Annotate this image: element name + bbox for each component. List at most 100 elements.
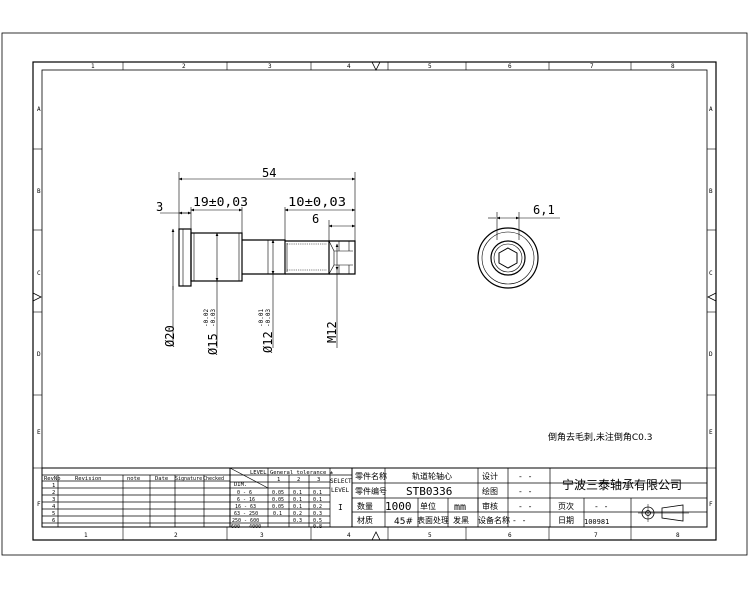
dim-thread-m12: M12 — [325, 321, 339, 343]
part-number: STB0336 — [406, 485, 452, 498]
rev-row-number: 6 — [52, 518, 55, 524]
date-label: 日期 — [558, 516, 574, 525]
shaft-side-view — [178, 228, 356, 287]
tol-selected-value: I — [338, 503, 343, 512]
grid-col-1-bottom: 1 — [84, 532, 88, 539]
dim-diameter-15: Ø15 — [206, 333, 220, 355]
review-label: 审核 — [482, 501, 498, 511]
tolerance-labels: -0.02 -0.03 -0.01 -0.03 — [203, 309, 272, 327]
review-value: - - — [518, 502, 532, 511]
tol-level-2: 2 — [297, 477, 300, 483]
tol-select-level: LEVEL — [331, 487, 349, 494]
dim-shoulder-length: 19±0,03 — [193, 195, 248, 209]
tol-value: 0.5 — [313, 518, 322, 524]
rev-row-number: 4 — [52, 504, 56, 510]
title-block: 零件名称 轨道轮轴心 零件编号 STB0336 数量 1000 单位 mm 材质… — [355, 471, 682, 527]
grid-col-2-bottom: 2 — [174, 532, 178, 539]
rev-header-signature: Signature — [175, 476, 202, 482]
shaft-end-view — [477, 212, 560, 289]
grid-row-a-right: A — [709, 106, 713, 113]
date-value: 100981 — [584, 518, 609, 526]
tol-level-label: LEVEL — [250, 470, 267, 476]
slot-end — [329, 240, 356, 275]
tol-value: 0.1 — [313, 497, 322, 503]
tol-value: 0.2 — [313, 504, 322, 510]
rev-row-number: 5 — [52, 511, 55, 517]
centering-marks — [32, 61, 717, 541]
grid-row-d-right: D — [709, 351, 713, 358]
tol-dim-label: DIM. — [234, 482, 247, 488]
part-name-label: 零件名称 — [355, 471, 387, 481]
rev-header-checked: Checked — [203, 476, 224, 482]
flange — [178, 228, 192, 287]
quantity: 1000 — [385, 500, 412, 513]
design-label: 设计 — [482, 471, 498, 481]
rev-row-number: 3 — [52, 497, 55, 503]
part-name: 轨道轮轴心 — [412, 471, 452, 481]
tol-value: 0.05 — [272, 490, 284, 496]
dim-thread-length: 10±0,03 — [288, 195, 346, 209]
journal — [242, 239, 286, 275]
rev-row-number: 2 — [52, 490, 55, 496]
dia12-tol-lower: -0.03 — [265, 309, 272, 327]
unit-label: 单位 — [420, 501, 436, 511]
tol-range: 250 - 600 — [232, 518, 259, 524]
grid-col-5-bottom: 5 — [428, 532, 432, 539]
grid-col-7-bottom: 7 — [594, 532, 598, 539]
material-label: 材质 — [357, 515, 373, 525]
dim-overall-length: 54 — [262, 166, 276, 180]
rev-header-note: note — [127, 476, 140, 482]
tol-value: 0.2 — [293, 511, 302, 517]
page-value: - - — [594, 502, 608, 511]
grid-labels: 1 2 3 4 5 6 7 8 1 2 3 4 5 6 7 8 A B C D … — [37, 63, 713, 539]
dia15-tol-lower: -0.03 — [210, 309, 217, 327]
tol-value: 0.1 — [293, 490, 302, 496]
rev-header-revision: Revision — [75, 476, 102, 482]
surface-treatment-label: 表面处理 — [417, 515, 449, 525]
dim-diameter-12: Ø12 — [261, 331, 275, 353]
dim-end-view: 6,1 — [533, 203, 555, 217]
grid-row-b-right: B — [709, 188, 713, 195]
grid-col-3: 3 — [268, 63, 272, 70]
draw-label: 绘图 — [482, 486, 498, 496]
draw-value: - - — [518, 487, 532, 496]
grid-row-e: E — [37, 429, 41, 436]
tol-value: 0.1 — [273, 511, 282, 517]
projection-symbol-icon — [638, 504, 689, 522]
unit: mm — [454, 502, 466, 513]
equipment-value: - - — [512, 516, 526, 525]
grid-row-a: A — [37, 106, 41, 113]
dimension-labels: 54 3 19±0,03 10±0,03 6 6,1 Ø20 Ø15 Ø12 M… — [156, 166, 555, 355]
tol-range: 6 - 16 — [237, 497, 255, 503]
tol-range: 16 - 63 — [235, 504, 256, 510]
grid-col-6: 6 — [508, 63, 512, 70]
tol-value: 0.05 — [272, 504, 284, 510]
equipment-label: 设备名称 — [478, 515, 510, 525]
grid-col-5: 5 — [428, 63, 432, 70]
part-no-label: 零件编号 — [355, 486, 387, 496]
surface-finish: 发黑 — [453, 515, 469, 525]
rev-row-number: 1 — [52, 483, 55, 489]
tol-value: 0.1 — [313, 490, 322, 496]
grid-row-f-right: F — [709, 501, 713, 508]
grid-row-c: C — [37, 270, 41, 277]
tol-range: 600 - 4000 — [231, 524, 261, 530]
chamfer-note: 倒角去毛刺,未注倒角C0.3 — [548, 431, 652, 443]
dia12-tol-upper: -0.01 — [258, 309, 265, 327]
dia15-tol-upper: -0.02 — [203, 309, 210, 327]
tol-range: 0 - 6 — [237, 490, 252, 496]
grid-col-1: 1 — [91, 63, 95, 70]
dim-diameter-20: Ø20 — [163, 325, 177, 347]
grid-col-4: 4 — [347, 63, 351, 70]
page-label: 页次 — [558, 501, 574, 511]
tol-level-3: 3 — [317, 477, 320, 483]
rev-header-revno: RevNo — [44, 476, 61, 482]
tol-level-1: 1 — [277, 477, 280, 483]
dim-flange-thickness: 3 — [156, 200, 163, 214]
rev-header-date: Date — [155, 476, 168, 482]
company-name: 宁波三泰轴承有限公司 — [562, 477, 682, 492]
grid-col-8-bottom: 8 — [676, 532, 680, 539]
grid-col-8: 8 — [671, 63, 675, 70]
tol-value: 0.05 — [272, 497, 284, 503]
